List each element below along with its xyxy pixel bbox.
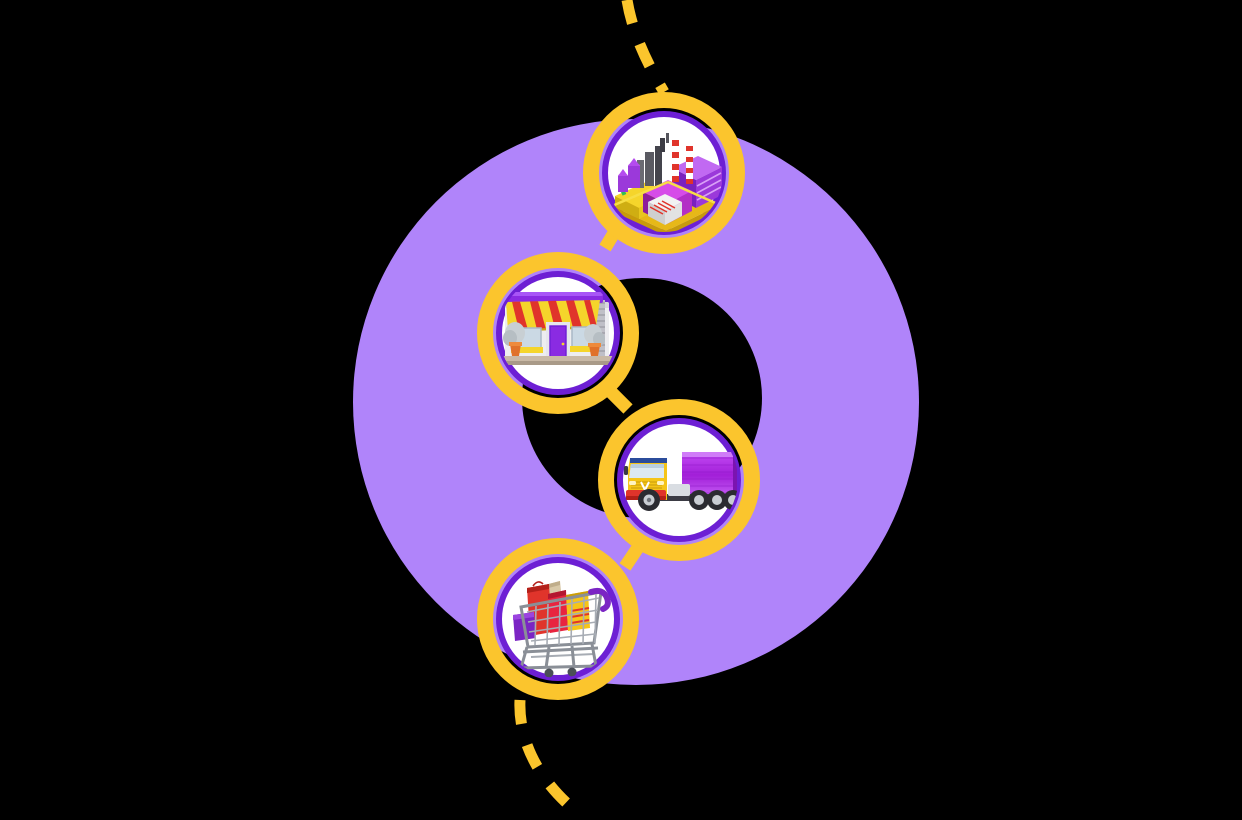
inbound-dashes-top-icon <box>621 0 669 95</box>
factory-icon <box>611 133 722 232</box>
truck-badge-yellow-ring <box>598 399 760 561</box>
outbound-dashes-bottom-icon <box>514 699 581 817</box>
store-badge-yellow-ring <box>477 252 639 414</box>
node-badge-factory[interactable] <box>583 92 745 481</box>
shopping-cart-icon <box>513 581 611 678</box>
node-badge-store[interactable] <box>477 252 639 414</box>
node-badge-truck[interactable] <box>598 399 760 561</box>
node-badge-cart[interactable] <box>477 538 639 700</box>
truck-icon <box>624 452 738 511</box>
cart-badge-yellow-ring <box>477 538 639 700</box>
storefront-icon <box>499 292 614 365</box>
factory-badge-yellow-ring <box>583 92 745 254</box>
